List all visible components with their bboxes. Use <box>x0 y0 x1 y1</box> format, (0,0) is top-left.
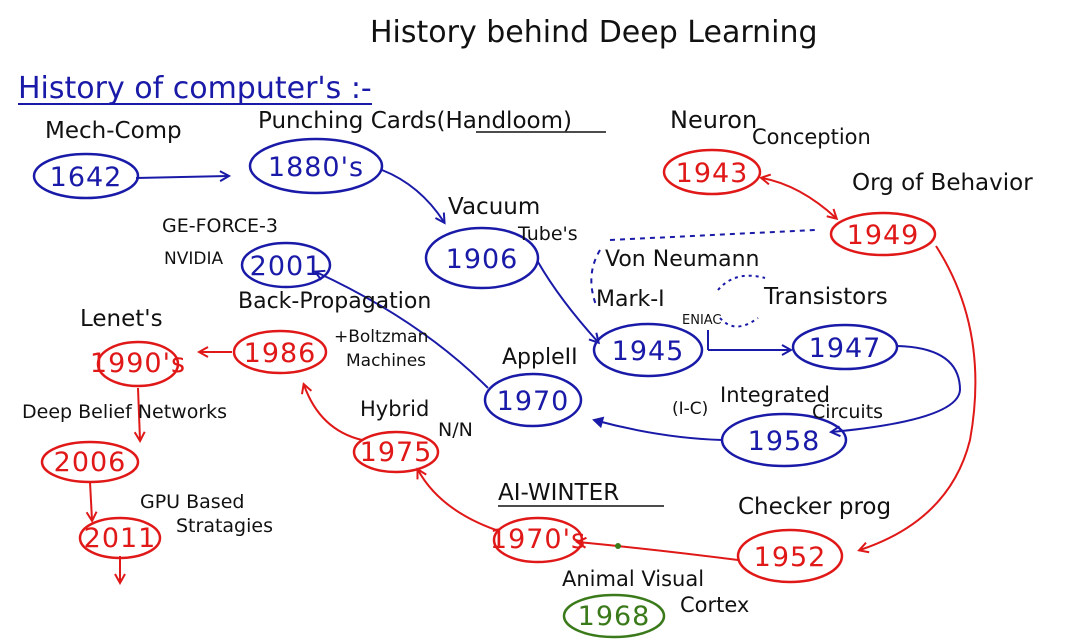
label-checker: Checker prog <box>738 494 891 520</box>
node-2001 <box>240 241 332 289</box>
arrow-1906-1945 <box>537 261 598 342</box>
label-animal-visual: Animal Visual <box>562 567 704 591</box>
arrow-1943-1949 <box>762 178 836 218</box>
node-1945 <box>592 322 704 378</box>
node-1943 <box>662 148 762 196</box>
arrow-1958-1970 <box>592 416 723 441</box>
label-strategies: Stratagies <box>176 515 273 537</box>
dotted-transistors <box>717 274 766 328</box>
node-1947-label: 1947 <box>809 333 882 364</box>
node-1968-label: 1968 <box>578 601 651 632</box>
node-1986-label: 1986 <box>244 338 317 369</box>
label-neuron: Neuron <box>670 106 757 134</box>
label-punching-cards: Punching Cards(Handloom) <box>258 108 572 134</box>
node-2001-label: 2001 <box>250 251 323 282</box>
node-1642-label: 1642 <box>50 162 123 193</box>
label-conception: Conception <box>752 125 871 149</box>
node-2011-label: 2011 <box>84 523 157 554</box>
label-mark-i: Mark-I <box>596 287 665 312</box>
node-1949-label: 1949 <box>847 220 920 251</box>
label-integrated: Integrated <box>720 383 830 407</box>
label-transistors: Transistors <box>763 284 888 310</box>
node-2006 <box>40 440 140 484</box>
node-1968-outline <box>562 593 666 639</box>
node-1975-label: 1975 <box>360 437 433 468</box>
red-connectors <box>90 178 977 582</box>
node-1975 <box>352 430 440 474</box>
node-2011 <box>78 516 162 560</box>
red-nodes <box>40 148 937 584</box>
node-1958-label: 1958 <box>748 426 821 457</box>
blue-nodes <box>32 137 899 468</box>
label-geforce: GE-FORCE-3 <box>162 215 278 237</box>
label-machines: Machines <box>346 351 426 371</box>
arrow-1990-2006 <box>138 387 140 440</box>
label-boltzman: +Boltzman <box>334 327 428 347</box>
label-apple: AppleII <box>502 345 578 370</box>
section-heading: History of computer's :- <box>18 71 372 106</box>
arrow-2006-2011 <box>90 481 92 520</box>
dashed-von-neumann <box>590 229 816 306</box>
node-1947 <box>791 323 899 371</box>
label-org-behavior: Org of Behavior <box>852 170 1033 196</box>
label-vacuum: Vacuum <box>448 194 540 220</box>
node-1906 <box>424 226 540 290</box>
node-1880s-label: 1880's <box>268 152 364 183</box>
green-dot <box>615 543 621 549</box>
node-1970a-label: 1970 <box>497 386 570 417</box>
label-von-neumann: Von Neumann <box>605 247 759 272</box>
node-1949 <box>829 211 937 257</box>
label-lenets: Lenet's <box>80 306 163 332</box>
label-dbn: Deep Belief Networks <box>22 401 227 423</box>
node-1642 <box>32 152 140 200</box>
arrow-1975-1986 <box>304 385 363 441</box>
label-mech-comp: Mech-Comp <box>45 118 182 144</box>
node-1880s <box>248 137 384 195</box>
node-1943-label: 1943 <box>676 158 749 189</box>
node-1958 <box>720 412 848 468</box>
node-1952 <box>736 528 844 584</box>
label-cortex: Cortex <box>680 593 749 617</box>
arrow-1970-2001 <box>316 272 489 389</box>
page-title: History behind Deep Learning <box>370 15 818 50</box>
label-circuits: Circuits <box>812 401 883 423</box>
node-1970s <box>492 516 584 564</box>
node-1945-label: 1945 <box>612 336 685 367</box>
label-hybrid: Hybrid <box>360 397 429 421</box>
node-1906-label: 1906 <box>446 244 519 275</box>
label-nn: N/N <box>438 419 473 441</box>
blue-connectors <box>135 169 962 441</box>
arrow-1970s-1975 <box>418 470 497 531</box>
label-gpu: GPU Based <box>140 491 244 513</box>
label-tubes: Tube's <box>517 223 578 245</box>
node-2006-label: 2006 <box>54 447 127 478</box>
label-nvidia: NVIDIA <box>164 249 223 269</box>
arrow-1947-1958 <box>832 345 962 432</box>
node-1990s-label: 1990's <box>90 348 186 379</box>
node-1990s <box>96 340 180 388</box>
arrow-1949-1952 <box>860 245 977 550</box>
node-1970s-label: 1970's <box>490 524 586 555</box>
node-1986 <box>232 329 328 375</box>
arrow-1642-1880 <box>135 176 228 178</box>
node-1952-label: 1952 <box>754 542 827 573</box>
label-back-prop: Back-Propagation <box>238 289 431 314</box>
label-ai-winter: AI-WINTER <box>498 480 619 506</box>
label-eniac: ENIAC <box>682 313 722 328</box>
node-1970a <box>483 372 583 428</box>
arrow-1880-1906 <box>381 169 444 222</box>
arrow-1952-1970s <box>578 542 739 561</box>
label-ic: (I-C) <box>672 399 708 419</box>
